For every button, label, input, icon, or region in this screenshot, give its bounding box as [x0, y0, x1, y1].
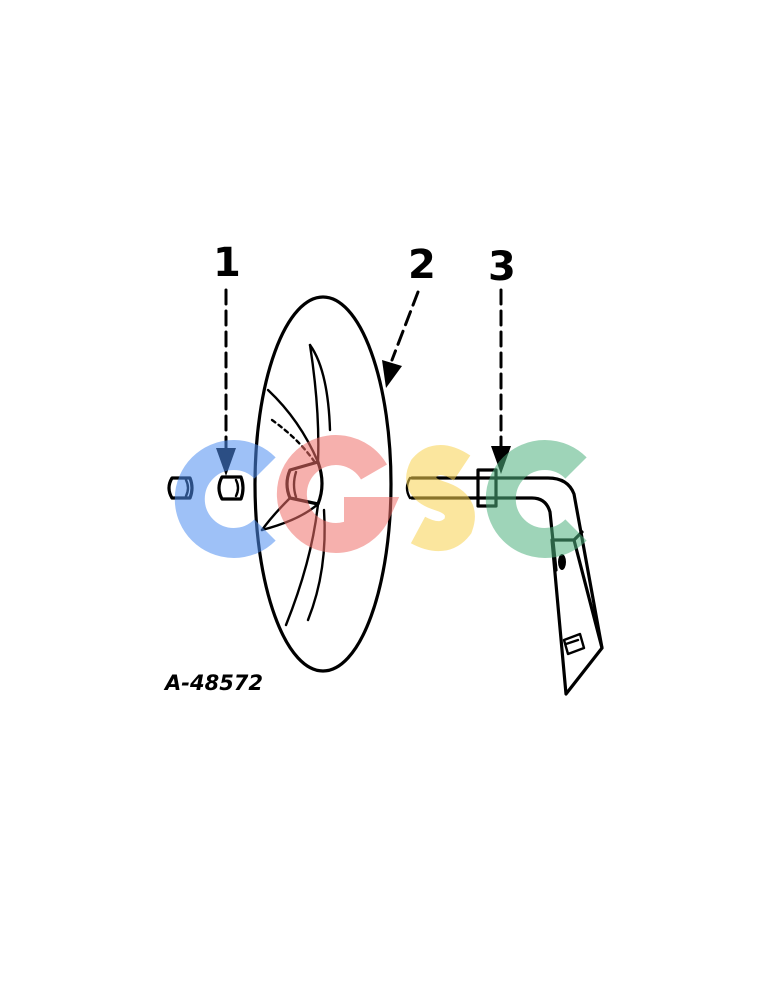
watermark-letter-s-yellow [406, 445, 475, 551]
leader-line-2 [382, 290, 420, 388]
callout-2-label: 2 [408, 242, 436, 288]
watermark-letter-g-red [276, 435, 400, 553]
callout-3-label: 3 [488, 244, 516, 290]
watermark-letter-c-green [485, 440, 587, 558]
leader-line-3 [491, 288, 511, 474]
watermark-letter-c-blue [174, 440, 276, 558]
figure-code: A-48572 [163, 671, 263, 695]
callout-1-label: 1 [213, 240, 241, 286]
disk [253, 295, 393, 673]
watermark-logo [174, 435, 587, 558]
